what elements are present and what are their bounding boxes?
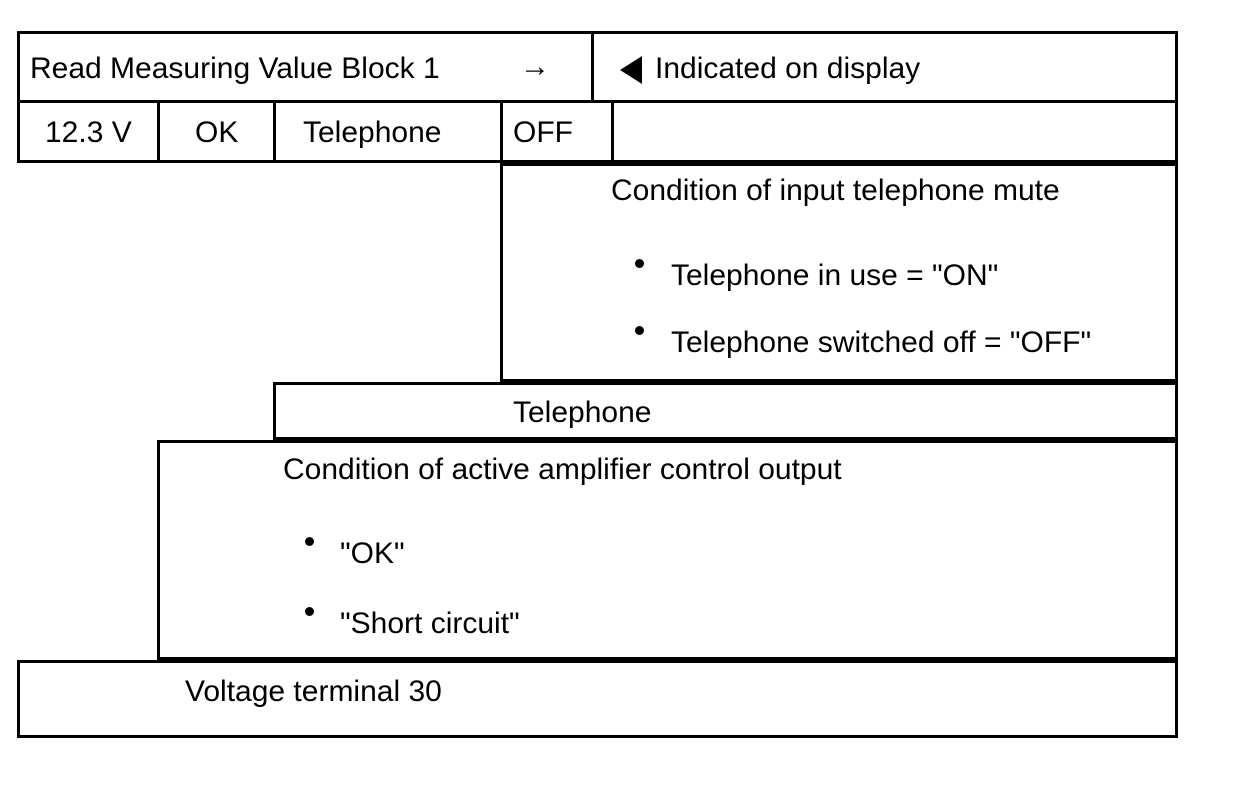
bullet-dot-icon bbox=[635, 259, 644, 268]
value-divider-4 bbox=[611, 103, 614, 163]
header-right-cell bbox=[594, 31, 1178, 103]
value-voltage: 12.3 V bbox=[45, 116, 132, 149]
description-title-amplifier: Condition of active amplifier control ou… bbox=[283, 453, 842, 486]
description-bullet-amplifier-2: "Short circuit" bbox=[340, 607, 520, 640]
description-title-telephone: Telephone bbox=[513, 396, 652, 429]
description-bullet-mute-1: Telephone in use = "ON" bbox=[671, 259, 999, 292]
value-divider-1 bbox=[157, 103, 160, 163]
bullet-dot-icon bbox=[305, 537, 314, 546]
indicated-on-display-label: Indicated on display bbox=[655, 52, 921, 85]
value-amplifier-status: OK bbox=[195, 116, 239, 149]
description-box-telephone bbox=[273, 382, 1178, 440]
value-divider-3 bbox=[500, 103, 503, 163]
bullet-dot-icon bbox=[635, 326, 644, 335]
value-channel: Telephone bbox=[303, 116, 442, 149]
description-bullet-amplifier-1: "OK" bbox=[340, 537, 405, 570]
value-mute-state: OFF bbox=[513, 116, 573, 149]
value-row bbox=[17, 103, 1178, 163]
description-title-mute: Condition of input telephone mute bbox=[611, 174, 1060, 207]
description-box-mute bbox=[500, 163, 1178, 382]
right-arrow-icon: → bbox=[520, 50, 550, 83]
left-triangle-icon bbox=[620, 56, 642, 84]
description-box-amplifier bbox=[157, 440, 1178, 660]
bullet-dot-icon bbox=[305, 607, 314, 616]
description-bullet-mute-2: Telephone switched off = "OFF" bbox=[671, 326, 1092, 359]
header-left-cell bbox=[17, 31, 594, 103]
description-title-voltage: Voltage terminal 30 bbox=[185, 675, 442, 708]
value-divider-2 bbox=[273, 103, 276, 163]
description-box-voltage bbox=[17, 660, 1178, 738]
page-title: Read Measuring Value Block 1 bbox=[30, 52, 440, 85]
